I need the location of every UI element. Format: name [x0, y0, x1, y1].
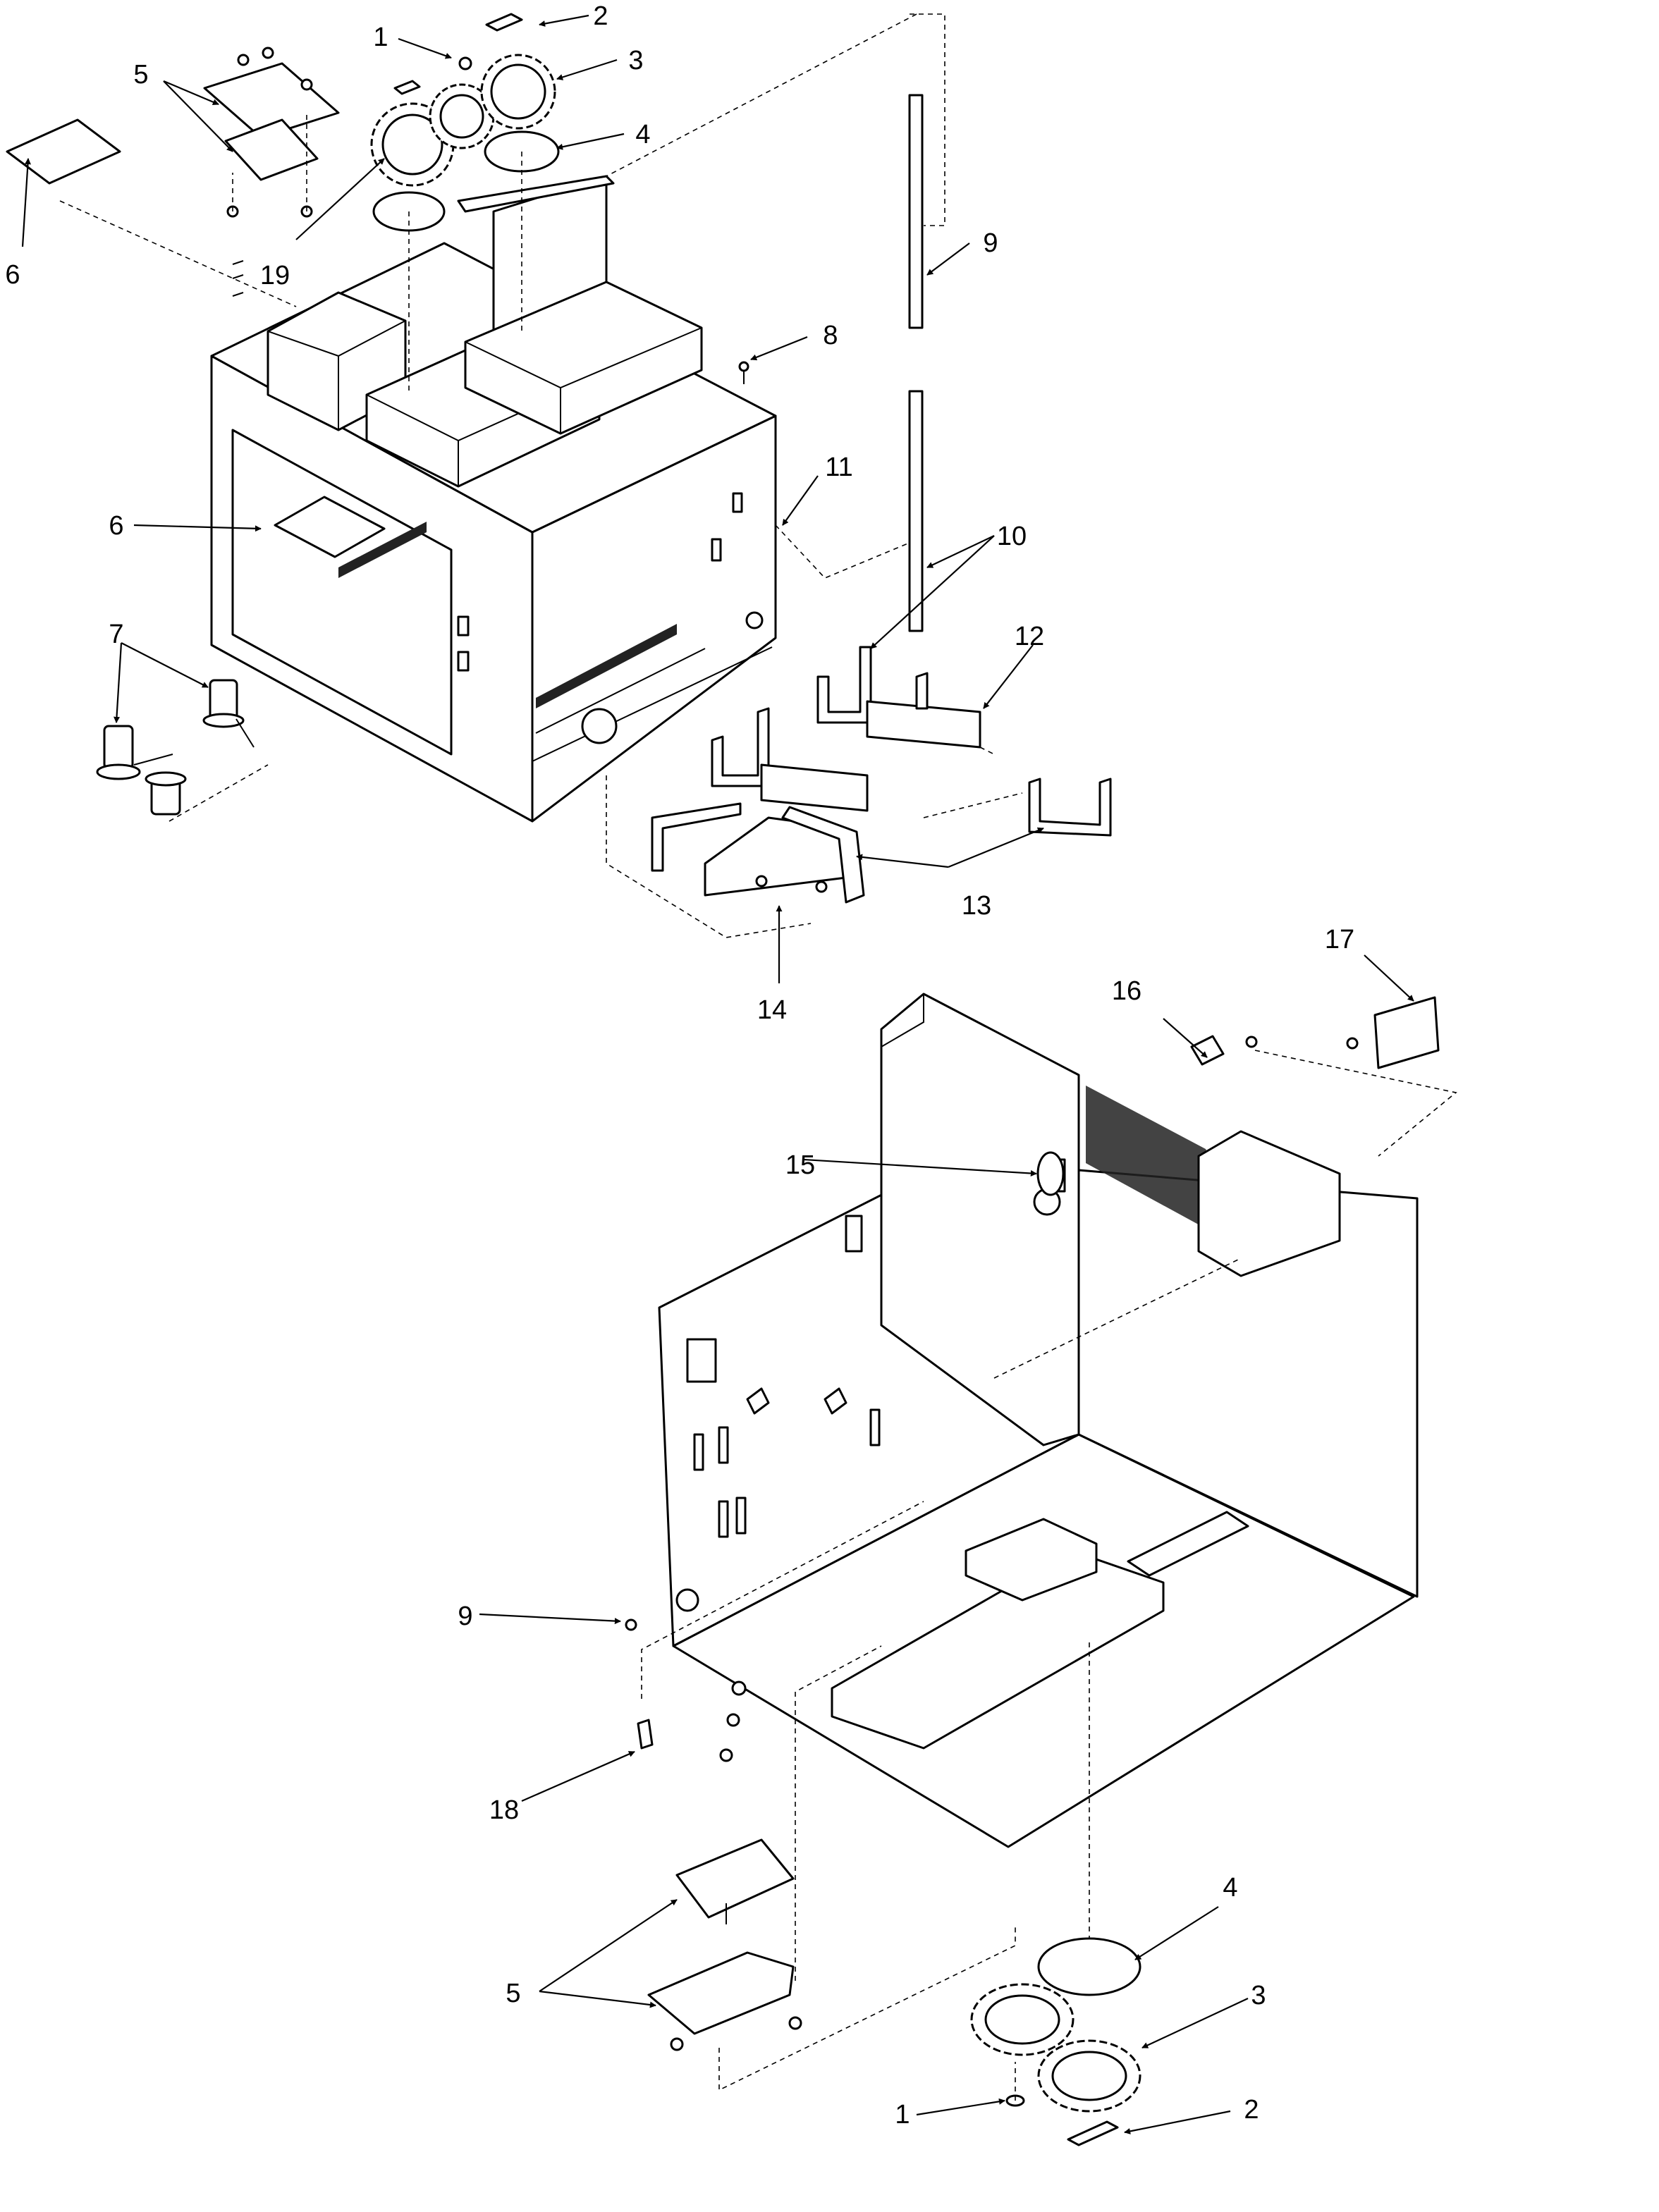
callout-2-top: 2 [593, 1, 608, 31]
callout-15: 15 [785, 1150, 815, 1180]
callout-6-loose: 6 [5, 260, 20, 290]
leader-lines [21, 14, 1414, 2134]
strip-9-top [908, 94, 924, 329]
small-parts-bottom [625, 996, 1440, 1750]
callout-1-top: 1 [373, 23, 388, 52]
callout-3-top: 3 [628, 46, 643, 75]
bottom-bracket-group-5 [647, 1680, 802, 2051]
callout-4-bottom: 4 [1223, 1873, 1237, 1903]
callout-11: 11 [825, 453, 852, 482]
callout-9-top: 9 [983, 228, 998, 258]
top-assembly-lines [59, 13, 1023, 938]
callout-18: 18 [489, 1795, 519, 1825]
callout-17: 17 [1325, 925, 1354, 954]
callout-6-window: 6 [109, 511, 123, 541]
bottom-assembly-lines [641, 1050, 1457, 2101]
callout-10: 10 [997, 522, 1027, 551]
callout-16: 16 [1112, 976, 1141, 1006]
callout-7: 7 [109, 620, 123, 649]
callout-3-bottom: 3 [1251, 1981, 1266, 2010]
callout-5-bottom: 5 [506, 1979, 520, 2008]
callout-9-bottom: 9 [458, 1602, 472, 1631]
callout-1-bottom: 1 [895, 2100, 910, 2130]
top-bracket-group-5 [203, 47, 340, 218]
bottom-gears [970, 1937, 1141, 2146]
gasket-brackets [651, 646, 1112, 904]
lower-base [658, 993, 1419, 1848]
top-gears [370, 13, 560, 232]
callout-5-top: 5 [133, 60, 148, 90]
callout-4-top: 4 [635, 120, 650, 149]
strip-10 [908, 390, 924, 632]
callout-19: 19 [260, 261, 290, 290]
callout-13: 13 [962, 891, 991, 921]
upper-cabinet [210, 175, 777, 823]
cover-plate-6-window [274, 496, 386, 558]
callout-12: 12 [1015, 622, 1044, 651]
callout-labels: 1 2 3 4 5 6 6 7 8 9 10 11 12 13 14 19 15… [5, 1, 1354, 2130]
callout-14: 14 [757, 995, 787, 1025]
cover-plate-6-top [6, 118, 121, 185]
callout-2-bottom: 2 [1244, 2095, 1259, 2125]
feet-7 [96, 679, 255, 816]
callout-8: 8 [823, 321, 838, 350]
